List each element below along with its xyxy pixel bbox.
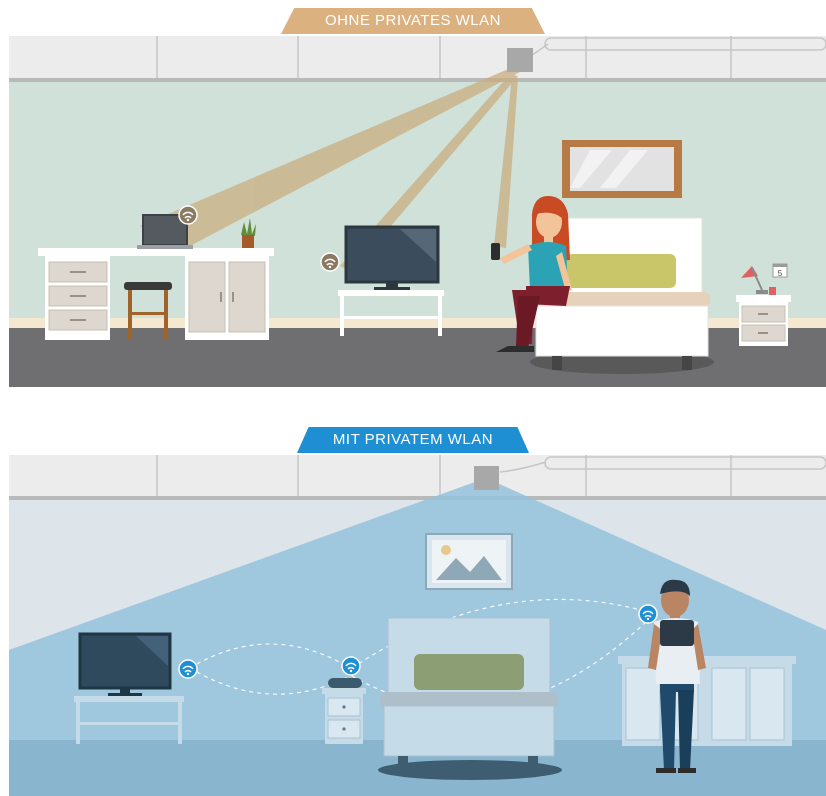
calendar-day: 5 <box>778 269 783 278</box>
mirror <box>562 140 682 198</box>
signal-beams <box>140 70 520 272</box>
wifi-badge-tv-icon <box>320 252 340 272</box>
desk-lamp <box>741 266 776 295</box>
wifi-badge-tablet-icon <box>638 604 658 624</box>
scene-with-private-wifi <box>0 455 826 796</box>
tab-ohne-privates-wlan: OHNE PRIVATES WLAN <box>281 8 545 34</box>
desk <box>38 248 274 340</box>
router-on-nightstand <box>322 678 366 744</box>
bed <box>378 617 562 780</box>
sideboard <box>618 656 796 746</box>
wifi-badge-laptop-icon <box>178 205 198 225</box>
wifi-badge-tv-icon <box>178 659 198 679</box>
nightstand <box>736 295 791 346</box>
stool <box>124 282 172 340</box>
bottom-scene-illustration <box>9 455 826 796</box>
access-point-icon <box>474 466 499 490</box>
television <box>74 632 184 744</box>
wifi-badge-router-icon <box>341 656 361 676</box>
woman-with-phone <box>491 196 572 352</box>
top-scene-illustration: 5 <box>9 36 826 387</box>
tab-mit-privatem-wlan: MIT PRIVATEM WLAN <box>297 427 529 453</box>
television <box>338 225 444 336</box>
calendar-icon <box>772 263 788 278</box>
man-with-tablet <box>648 579 706 773</box>
plant <box>241 218 256 248</box>
wall-picture <box>425 533 513 590</box>
scene-without-private-wifi: 5 <box>0 36 826 388</box>
access-point-icon <box>507 48 533 72</box>
